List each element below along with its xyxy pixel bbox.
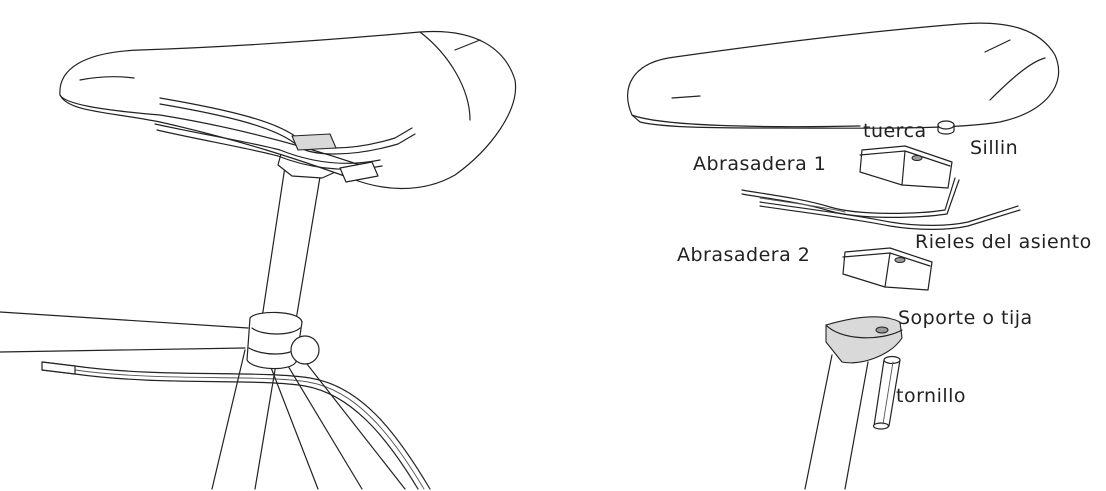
nut-part xyxy=(938,121,954,134)
label-tornillo: tornillo xyxy=(896,385,966,407)
label-abrasadera-1: Abrasadera 1 xyxy=(693,153,826,175)
clamp-2-part xyxy=(843,248,932,290)
label-sillin: Sillin xyxy=(970,137,1018,159)
label-rieles-del-asiento: Rieles del asiento xyxy=(915,231,1092,253)
seat-clamp-collar xyxy=(247,312,319,368)
label-soporte-o-tija: Soporte o tija xyxy=(898,307,1033,329)
label-abrasadera-2: Abrasadera 2 xyxy=(677,244,810,266)
clamp-1-part xyxy=(860,146,952,188)
saddle-exploded xyxy=(628,23,1059,128)
seat-stays xyxy=(270,350,405,489)
exploded-view: tuerca Sillin Abrasadera 1 Rieles del as… xyxy=(628,23,1092,489)
seat-post xyxy=(262,160,322,320)
seat-tube xyxy=(212,350,278,489)
cable-housing xyxy=(42,362,430,489)
label-tuerca: tuerca xyxy=(863,120,927,142)
assembled-view xyxy=(0,31,516,489)
seat-rails-part xyxy=(742,178,1020,229)
frame-top-tube xyxy=(0,312,248,352)
